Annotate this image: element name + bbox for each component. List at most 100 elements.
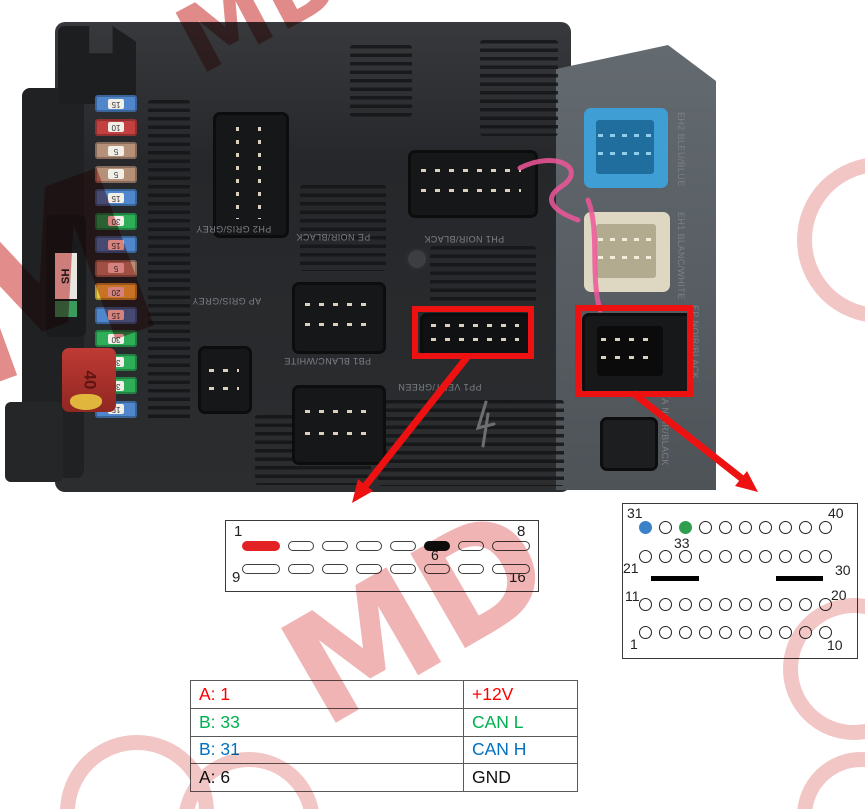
- connector-ep-highlighted: [582, 313, 692, 395]
- pin-20: [819, 598, 832, 611]
- pin20-label: 20: [831, 587, 847, 603]
- pin-40: [819, 521, 832, 534]
- pin-cell: B: 31: [190, 735, 464, 765]
- label-ea: EA NOIR/BLACK: [660, 392, 670, 466]
- pin-26: [739, 550, 752, 563]
- pin-17: [759, 598, 772, 611]
- pin-19: [799, 598, 812, 611]
- signal-cell: +12V: [463, 680, 578, 709]
- pin-5: [390, 541, 416, 551]
- connector-pb1-upper: [292, 282, 386, 354]
- pin-35: [719, 521, 732, 534]
- pin-1: [242, 541, 280, 551]
- connector-eh2-blue: [584, 108, 668, 188]
- pinout-diagram-40pin: 31 40 33 21 30 11 20 1 10: [622, 503, 858, 659]
- label-ph2: PH2 GRIS/GREY: [196, 224, 272, 234]
- pin-8: [492, 541, 530, 551]
- pin-3: [322, 541, 348, 551]
- table-row: B: 33 CAN L: [190, 707, 578, 737]
- pin-5: [719, 626, 732, 639]
- pin-23: [679, 550, 692, 563]
- shunt-green-band: [55, 301, 77, 317]
- pin-cell: B: 33: [190, 707, 464, 737]
- pin-3: [679, 626, 692, 639]
- pin9-label: 9: [232, 569, 241, 586]
- pin-signal-table: A: 1 +12V B: 33 CAN L B: 31 CAN H A: 6 G…: [190, 680, 578, 793]
- vent-slots: [480, 40, 558, 136]
- pin-7: [458, 541, 484, 551]
- pin-34: [699, 521, 712, 534]
- pin-24: [699, 550, 712, 563]
- pin-cell: A: 1: [190, 680, 464, 709]
- pin40-label: 40: [828, 505, 844, 521]
- pin1-label: 1: [234, 523, 243, 540]
- vent-slots: [300, 185, 386, 271]
- pin-22: [659, 550, 672, 563]
- pin-9: [242, 564, 280, 574]
- pin-row-11-20: [639, 598, 832, 611]
- label-pp1: PP1 VERT/GREEN: [398, 382, 482, 392]
- fuse-value: 15: [108, 310, 124, 320]
- fuse-15A: 15: [95, 189, 137, 206]
- keying-bar-right: [776, 576, 823, 581]
- connector-ph2: [213, 112, 289, 238]
- fuse-30A: 30: [95, 330, 137, 347]
- fuse-value: 20: [108, 286, 124, 297]
- label-ep: EP NOIR/BLACK: [690, 305, 700, 380]
- table-row: B: 31 CAN H: [190, 735, 578, 765]
- label-pb1: PB1 BLANC/WHITE: [284, 356, 372, 366]
- label-ph1: PH1 NOIR/BLACK: [424, 234, 505, 244]
- pin-12: [659, 598, 672, 611]
- pin-13: [679, 598, 692, 611]
- connector-eh1-beige: [584, 212, 670, 292]
- pin-31: [639, 521, 652, 534]
- pin-6: [739, 626, 752, 639]
- shunt-label: SH: [55, 253, 77, 299]
- connector-ea-small: [600, 417, 658, 471]
- pin-9: [799, 626, 812, 639]
- pin-11: [322, 564, 348, 574]
- pin-27: [759, 550, 772, 563]
- pin-33: [679, 521, 692, 534]
- vent-slots: [148, 100, 190, 422]
- pin-4: [356, 541, 382, 551]
- maxi-fuse-value: 40: [79, 370, 99, 390]
- pin-16: [739, 598, 752, 611]
- connector-ph1: [408, 150, 538, 218]
- pin-15: [719, 598, 732, 611]
- pin-row-1-10: [639, 626, 832, 639]
- pin-32: [659, 521, 672, 534]
- pin-29: [799, 550, 812, 563]
- pin11-label: 11: [625, 588, 640, 604]
- pin-14: [424, 564, 450, 574]
- label-eh2: EH2 BLEU/BLUE: [676, 112, 686, 187]
- pin-12: [356, 564, 382, 574]
- pin-36: [739, 521, 752, 534]
- pin-1: [639, 626, 652, 639]
- shunt: SH: [46, 215, 86, 337]
- fuse-value: 15: [108, 239, 124, 250]
- fuse-5A: 5: [95, 259, 137, 277]
- fuse-15A: 15: [95, 95, 137, 112]
- connector-pb1-lower: [292, 385, 386, 465]
- fuse-20A: 20: [95, 283, 137, 300]
- pin-8: [779, 626, 792, 639]
- vent-slots: [430, 246, 536, 302]
- connector-pp1-highlighted: [420, 313, 532, 357]
- keying-bar-left: [651, 576, 699, 581]
- pin-row-9-16: [242, 564, 530, 574]
- pin-28: [779, 550, 792, 563]
- pin-2: [659, 626, 672, 639]
- pin-39: [799, 521, 812, 534]
- pin-10: [288, 564, 314, 574]
- fuse-15A: 15: [95, 236, 137, 253]
- pin-row-21-30: [639, 550, 832, 563]
- screw-boss: [405, 247, 429, 271]
- pin-13: [390, 564, 416, 574]
- fuse-value: 10: [108, 122, 124, 132]
- label-ap: AP GRIS/GREY: [192, 296, 262, 306]
- fuse-5A: 5: [95, 142, 137, 159]
